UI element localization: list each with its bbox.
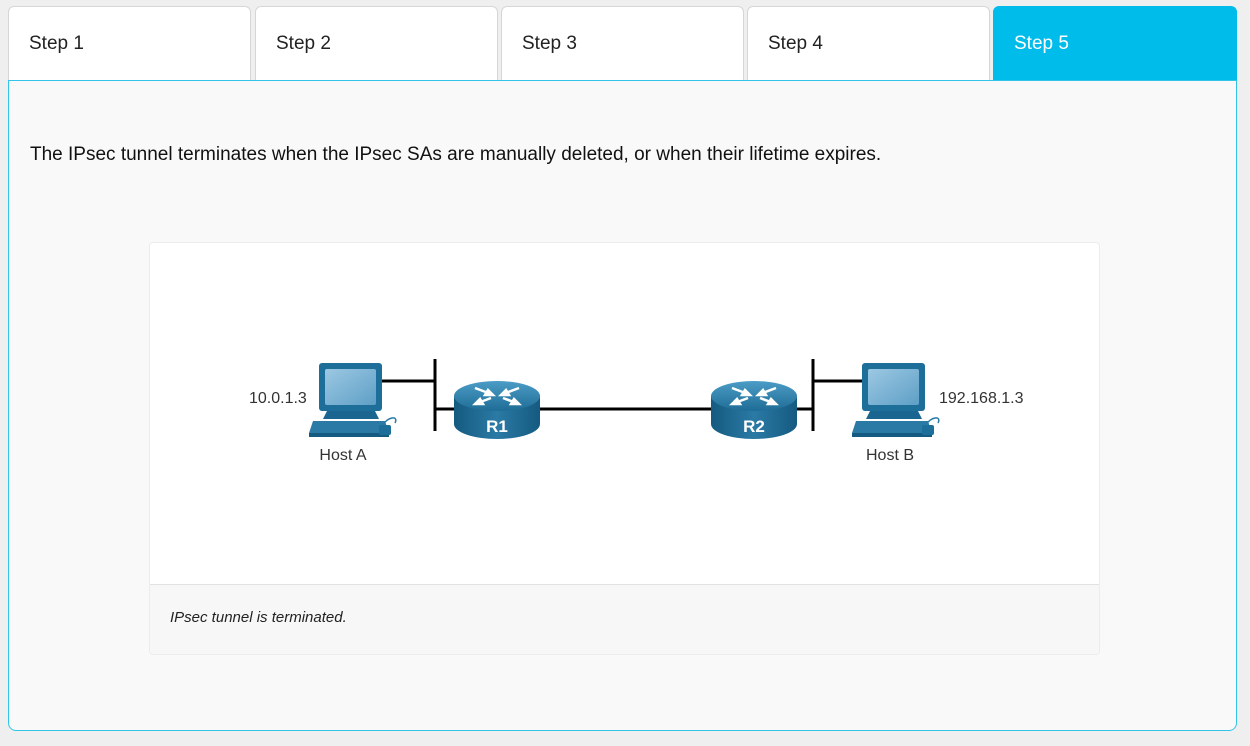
router-r2-label: R2 [743, 417, 765, 436]
router-icon [711, 381, 797, 439]
tab-step-4[interactable]: Step 4 [747, 6, 990, 80]
network-topology-diagram: R1 R2 10.0.1.3 Host A [249, 359, 1024, 464]
host-a-name: Host A [319, 447, 366, 464]
router-r1-label: R1 [486, 417, 508, 436]
step-tabs: Step 1 Step 2 Step 3 Step 4 Step 5 [8, 6, 1237, 82]
step-description: The IPsec tunnel terminates when the IPs… [30, 144, 882, 165]
host-b-name: Host B [866, 447, 914, 464]
step-content-panel: The IPsec tunnel terminates when the IPs… [8, 80, 1237, 731]
network-diagram-figure: R1 R2 10.0.1.3 Host A [149, 242, 1100, 655]
computer-icon [852, 363, 940, 437]
router-icon [454, 381, 540, 439]
tab-step-2[interactable]: Step 2 [255, 6, 498, 80]
figure-caption: IPsec tunnel is terminated. [170, 609, 347, 626]
host-b-ip: 192.168.1.3 [939, 390, 1024, 407]
host-a-ip: 10.0.1.3 [249, 390, 307, 407]
tab-step-1[interactable]: Step 1 [8, 6, 251, 80]
tab-step-3[interactable]: Step 3 [501, 6, 744, 80]
computer-icon [309, 363, 397, 437]
figure-caption-bar: IPsec tunnel is terminated. [150, 584, 1099, 654]
tab-step-5[interactable]: Step 5 [993, 6, 1237, 80]
